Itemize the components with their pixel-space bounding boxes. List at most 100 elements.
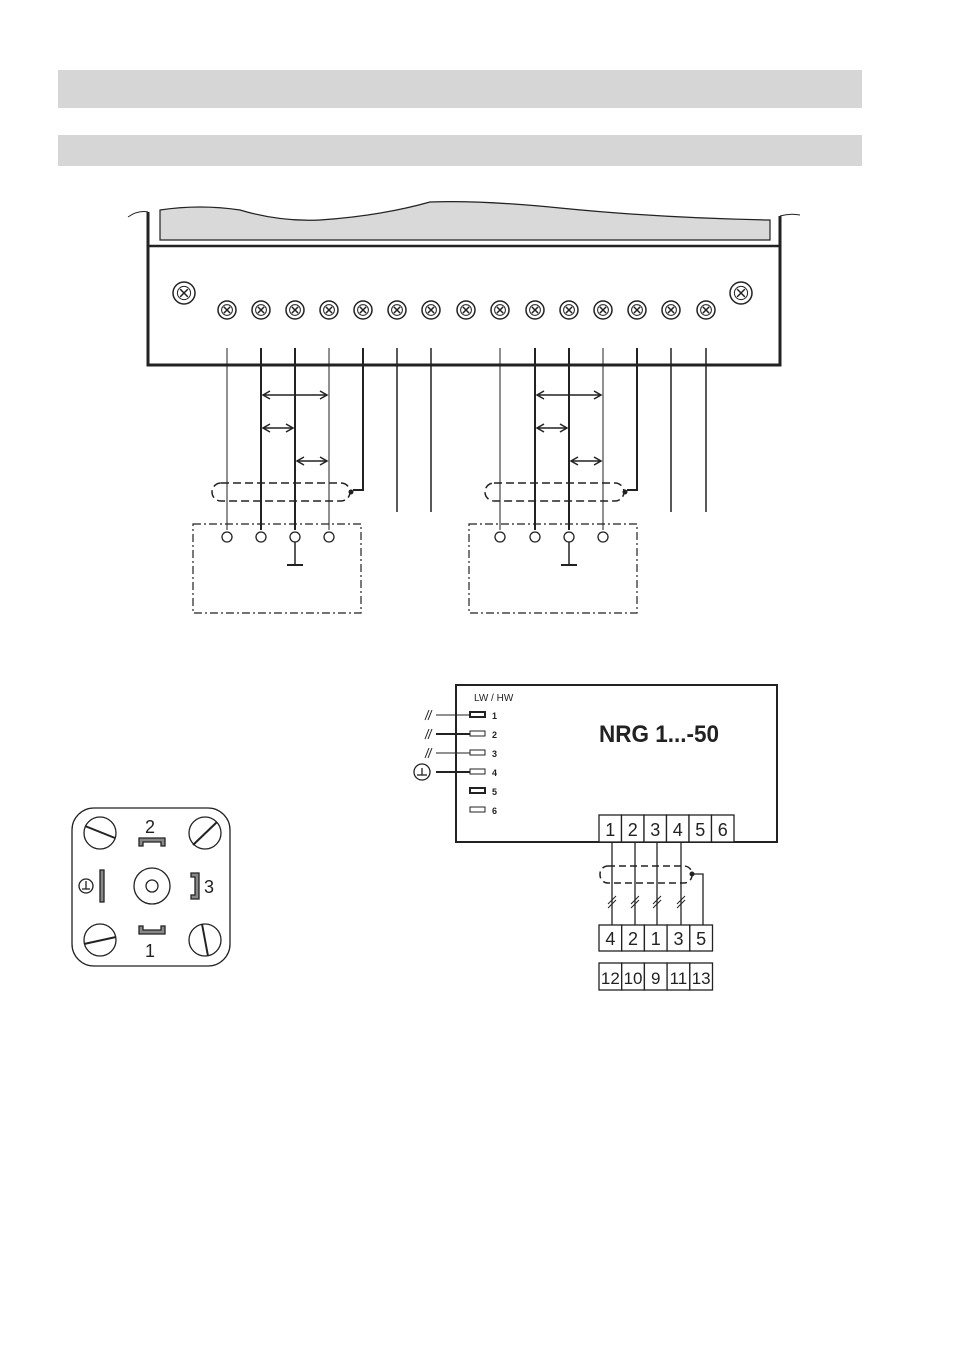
screw-head bbox=[665, 304, 677, 316]
shield-dot bbox=[689, 871, 695, 877]
plug-terminal-label: 3 bbox=[673, 929, 683, 949]
connector-label-2: 2 bbox=[145, 817, 155, 837]
screw-head bbox=[289, 304, 301, 316]
wires bbox=[192, 348, 707, 614]
plug-terminal-label: 1 bbox=[651, 929, 661, 949]
header-bar bbox=[58, 70, 862, 108]
device-box bbox=[192, 523, 362, 614]
screw-slot bbox=[496, 306, 504, 314]
screw-head bbox=[176, 285, 192, 301]
terminal-label: 3 bbox=[650, 820, 660, 840]
screw-head bbox=[733, 285, 749, 301]
screw-slot bbox=[565, 306, 573, 314]
screw-slot bbox=[359, 306, 367, 314]
terminal-point bbox=[289, 531, 301, 543]
break-mark bbox=[424, 709, 433, 721]
break-mark bbox=[652, 895, 662, 909]
break-mark bbox=[607, 895, 617, 909]
pin-label: 4 bbox=[492, 768, 497, 778]
terminal-point bbox=[494, 531, 506, 543]
pin-icon bbox=[469, 730, 486, 737]
screw-slot bbox=[427, 306, 435, 314]
break-mark bbox=[424, 747, 433, 759]
screw-head bbox=[323, 304, 335, 316]
terminal-label: 1 bbox=[605, 820, 615, 840]
terminal-label: 5 bbox=[695, 820, 705, 840]
plug-terminal-cell bbox=[689, 924, 714, 952]
screw-head bbox=[563, 304, 575, 316]
terminal-label: 6 bbox=[718, 820, 728, 840]
arrow-icon bbox=[261, 423, 295, 433]
screw-head bbox=[425, 304, 437, 316]
screw-slot bbox=[393, 306, 401, 314]
terminal-point bbox=[597, 531, 609, 543]
shield-dot bbox=[622, 489, 628, 495]
arrow-icon bbox=[569, 456, 603, 466]
pin-icon bbox=[469, 806, 486, 813]
screw-head bbox=[221, 304, 233, 316]
screw-slot bbox=[531, 306, 539, 314]
screw-head bbox=[700, 304, 712, 316]
screw-slot bbox=[257, 306, 265, 314]
screw-slot bbox=[325, 306, 333, 314]
terminal-label: 4 bbox=[673, 820, 683, 840]
screw-head bbox=[631, 304, 643, 316]
unit-terminal-cell bbox=[689, 962, 714, 991]
terminal-screws bbox=[172, 281, 753, 320]
break-mark bbox=[630, 895, 640, 909]
pin-label: 5 bbox=[492, 787, 497, 797]
pin-icon bbox=[469, 711, 486, 718]
nrg-wires bbox=[599, 842, 704, 925]
screw-slot bbox=[736, 288, 746, 298]
screw-head bbox=[597, 304, 609, 316]
plug-terminal-label: 2 bbox=[628, 929, 638, 949]
terminal-point bbox=[563, 531, 575, 543]
shield-wire bbox=[353, 348, 364, 491]
pin-icon bbox=[469, 749, 486, 756]
screw-slot bbox=[291, 306, 299, 314]
terminal-point bbox=[529, 531, 541, 543]
screw-head bbox=[529, 304, 541, 316]
connector-label-3: 3 bbox=[204, 877, 214, 897]
screw-slot bbox=[223, 306, 231, 314]
arrow-icon bbox=[535, 423, 569, 433]
screw-head bbox=[255, 304, 267, 316]
plug-terminal-label: 5 bbox=[696, 929, 706, 949]
unit-terminal-label: 12 bbox=[601, 969, 620, 988]
terminal-point bbox=[221, 531, 233, 543]
shield-dot bbox=[348, 489, 354, 495]
terminal-cell bbox=[710, 814, 735, 843]
screw-head bbox=[357, 304, 369, 316]
pin-label: 3 bbox=[492, 749, 497, 759]
cable-shield bbox=[599, 865, 693, 884]
screw-slot bbox=[599, 306, 607, 314]
subheader-bar bbox=[58, 135, 862, 166]
pin-icon bbox=[469, 787, 486, 794]
pin-header-label: LW / HW bbox=[474, 693, 514, 704]
screw-slot bbox=[633, 306, 641, 314]
nrg-title: NRG 1...-50 bbox=[599, 721, 719, 748]
shield-wire bbox=[692, 873, 704, 925]
screw-slot bbox=[179, 288, 189, 298]
screw-head bbox=[494, 304, 506, 316]
connector-plug bbox=[71, 807, 231, 967]
break-mark bbox=[424, 728, 433, 740]
pin-label: 6 bbox=[492, 806, 497, 816]
pin-icon bbox=[469, 768, 486, 775]
arrow-icon bbox=[535, 390, 603, 400]
terminal-housing bbox=[127, 201, 801, 367]
unit-terminal-label: 13 bbox=[692, 969, 711, 988]
unit-terminal-label: 10 bbox=[624, 969, 643, 988]
unit-terminal-label: 11 bbox=[670, 969, 688, 988]
pin-label: 1 bbox=[492, 711, 497, 721]
screw-head bbox=[460, 304, 472, 316]
connector-label-1: 1 bbox=[145, 941, 155, 961]
screw-slot bbox=[702, 306, 710, 314]
unit-terminal-label: 9 bbox=[651, 969, 660, 988]
arrow-icon bbox=[261, 390, 329, 400]
shield-wire bbox=[627, 348, 638, 491]
